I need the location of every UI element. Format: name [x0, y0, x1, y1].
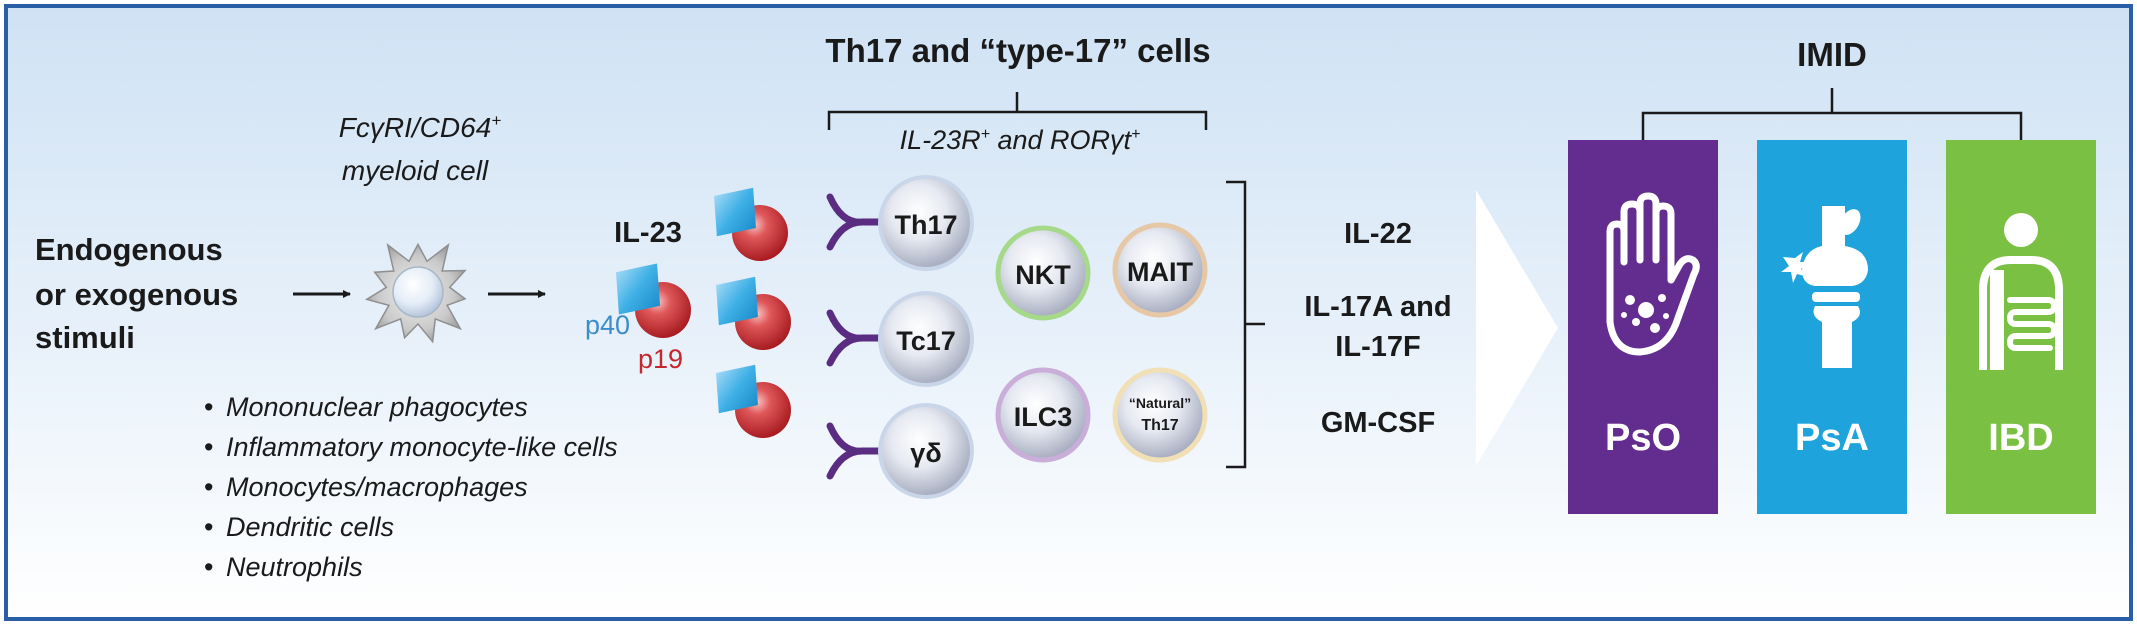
bullet: • — [204, 472, 213, 502]
psa-label: PsA — [1795, 417, 1869, 459]
il23-molecule-labeled — [615, 263, 691, 338]
th17-group-bracket — [827, 92, 1208, 130]
stimuli-line-1: Endogenous — [35, 232, 223, 267]
svg-text:MAIT: MAIT — [1127, 257, 1193, 287]
p40-subunit-icon — [615, 263, 661, 315]
big-arrow-icon — [1476, 190, 1558, 466]
cell-ilc3: ILC3 — [995, 367, 1091, 463]
cell-mait: MAIT — [1112, 222, 1208, 318]
hand-icon — [1606, 192, 1700, 356]
p40-label: p40 — [585, 310, 630, 340]
bullet: • — [204, 512, 213, 542]
il23-molecule — [716, 276, 791, 350]
knee-joint-icon — [1781, 206, 1868, 368]
cell-nkt: NKT — [995, 225, 1091, 321]
bullet: • — [204, 432, 213, 462]
list-item: Monocytes/macrophages — [226, 472, 528, 502]
svg-text:γδ: γδ — [910, 438, 941, 468]
svg-text:Tc17: Tc17 — [896, 326, 956, 356]
svg-text:Th17: Th17 — [894, 210, 957, 240]
list-item: Inflammatory monocyte-like cells — [226, 432, 618, 462]
bullet: • — [204, 392, 213, 422]
p19-label: p19 — [638, 344, 683, 374]
ibd-label: IBD — [1988, 417, 2053, 459]
svg-text:“Natural”: “Natural” — [1129, 395, 1191, 411]
il23-receptor-icon — [826, 422, 886, 480]
list-item: Mononuclear phagocytes — [226, 392, 528, 422]
myeloid-cell-icon — [364, 242, 467, 344]
pso-label: PsO — [1605, 417, 1681, 459]
il23-molecule — [714, 187, 788, 261]
cell-natural-th17: “Natural” Th17 — [1112, 367, 1208, 463]
cytokine-il22: IL-22 — [1344, 218, 1412, 250]
list-item: Dendritic cells — [226, 512, 394, 542]
intestine-icon — [1979, 213, 2063, 370]
imid-bracket — [1641, 88, 2023, 140]
cell-gamma-delta: γδ — [878, 403, 974, 499]
th17-group-title: Th17 and “type-17” cells — [825, 32, 1210, 69]
il23-label: IL-23 — [614, 217, 682, 249]
receptors — [826, 193, 886, 480]
il23-receptor-icon — [826, 309, 886, 367]
cytokine-il17-line-2: IL-17F — [1335, 331, 1420, 363]
svg-text:Th17: Th17 — [1141, 417, 1178, 434]
cell-tc17: Tc17 — [878, 291, 974, 387]
il23-molecule — [716, 364, 791, 438]
myeloid-label-line-1: FcγRI/CD64+ — [339, 111, 501, 143]
bullet: • — [204, 552, 213, 582]
il23-receptor-icon — [826, 193, 886, 251]
stimuli-label: Endogenous or exogenous stimuli — [35, 232, 238, 355]
cytokine-il17-line-1: IL-17A and — [1304, 291, 1451, 323]
myeloid-cell-types-list: • Mononuclear phagocytes • Inflammatory … — [204, 392, 618, 582]
svg-text:ILC3: ILC3 — [1014, 402, 1073, 432]
cytokine-bracket — [1226, 180, 1265, 469]
svg-text:NKT: NKT — [1015, 260, 1071, 290]
th17-group-subtitle: IL-23R+ and RORγt+ — [900, 125, 1141, 155]
stimuli-line-3: stimuli — [35, 320, 135, 355]
list-item: Neutrophils — [226, 552, 363, 582]
stimuli-line-2: or exogenous — [35, 277, 238, 312]
myeloid-label-line-2: myeloid cell — [342, 155, 489, 186]
panel-psa: PsA — [1757, 140, 1907, 514]
imid-title: IMID — [1797, 36, 1867, 73]
panel-pso: PsO — [1568, 140, 1718, 514]
cytokine-gmcsf: GM-CSF — [1321, 407, 1435, 439]
cell-th17: Th17 — [878, 175, 974, 271]
panel-ibd: IBD — [1946, 140, 2096, 514]
